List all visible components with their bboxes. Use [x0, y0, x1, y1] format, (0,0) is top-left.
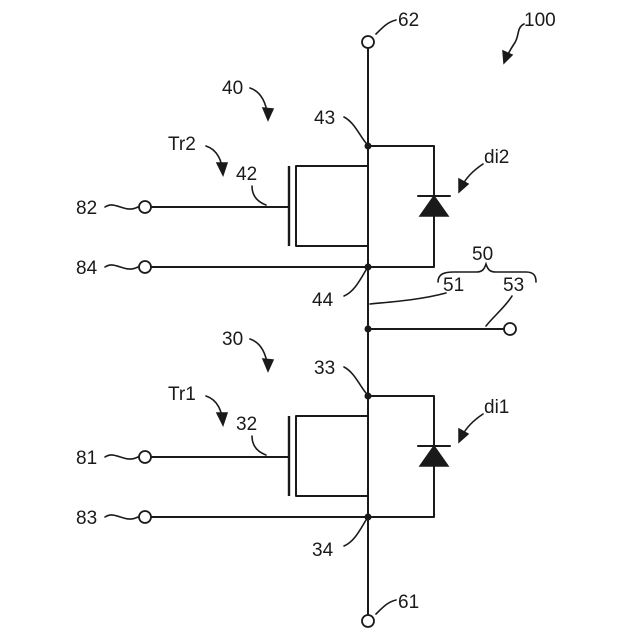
upper-diode-branch-wire: [368, 146, 434, 267]
label-terminal-82: 82: [76, 198, 97, 219]
leader-32: [252, 436, 266, 455]
label-node-33: 33: [314, 358, 335, 379]
label-diode-di1: di1: [484, 397, 509, 418]
terminal-84: [139, 261, 151, 273]
leader-42: [252, 186, 266, 205]
label-node-42: 42: [236, 164, 257, 185]
terminal-53: [504, 323, 516, 335]
leader-62: [376, 20, 396, 34]
arrowhead-ref-40: [263, 108, 273, 120]
label-ref-100: 100: [524, 10, 556, 31]
lower-diode-branch-wire: [368, 396, 434, 517]
leader-44: [344, 270, 366, 296]
diode-di1-symbol: [420, 446, 448, 466]
leader-34: [344, 520, 366, 546]
lower-transistor-drain-wire: [296, 416, 368, 496]
label-ref-40: 40: [222, 78, 243, 99]
leader-83: [105, 515, 138, 519]
label-node-32: 32: [236, 414, 257, 435]
label-node-44: 44: [312, 290, 334, 311]
leader-81: [105, 455, 138, 459]
label-terminal-84: 84: [76, 258, 98, 279]
label-node-53: 53: [503, 275, 524, 296]
arrowhead-tr1: [217, 413, 227, 425]
leader-53: [486, 296, 512, 326]
label-terminal-83: 83: [76, 508, 97, 529]
terminal-61: [362, 615, 374, 627]
label-ref-30: 30: [222, 329, 243, 350]
terminal-82: [139, 201, 151, 213]
label-terminal-61: 61: [398, 592, 419, 613]
leader-84: [105, 265, 138, 269]
arrowhead-ref-100: [503, 51, 512, 63]
label-ref-50: 50: [472, 244, 493, 265]
label-transistor-tr2: Tr2: [168, 134, 196, 155]
label-transistor-tr1: Tr1: [168, 384, 196, 405]
leader-51: [370, 293, 446, 304]
terminal-83: [139, 511, 151, 523]
leader-43: [344, 117, 366, 143]
leader-61: [376, 600, 396, 614]
leader-33: [344, 367, 366, 393]
label-node-43: 43: [314, 108, 335, 129]
arrowhead-di2: [459, 179, 468, 192]
leader-82: [105, 205, 138, 209]
label-terminal-81: 81: [76, 448, 97, 469]
diode-di2-symbol: [420, 196, 448, 216]
arrowhead-tr2: [217, 163, 227, 175]
arrowhead-di1: [459, 429, 468, 442]
label-diode-di2: di2: [484, 147, 509, 168]
upper-transistor-drain-wire: [296, 166, 368, 246]
terminal-81: [139, 451, 151, 463]
arrowhead-ref-30: [263, 359, 273, 371]
terminal-62: [362, 36, 374, 48]
label-node-34: 34: [312, 540, 334, 561]
label-terminal-62: 62: [398, 10, 419, 31]
